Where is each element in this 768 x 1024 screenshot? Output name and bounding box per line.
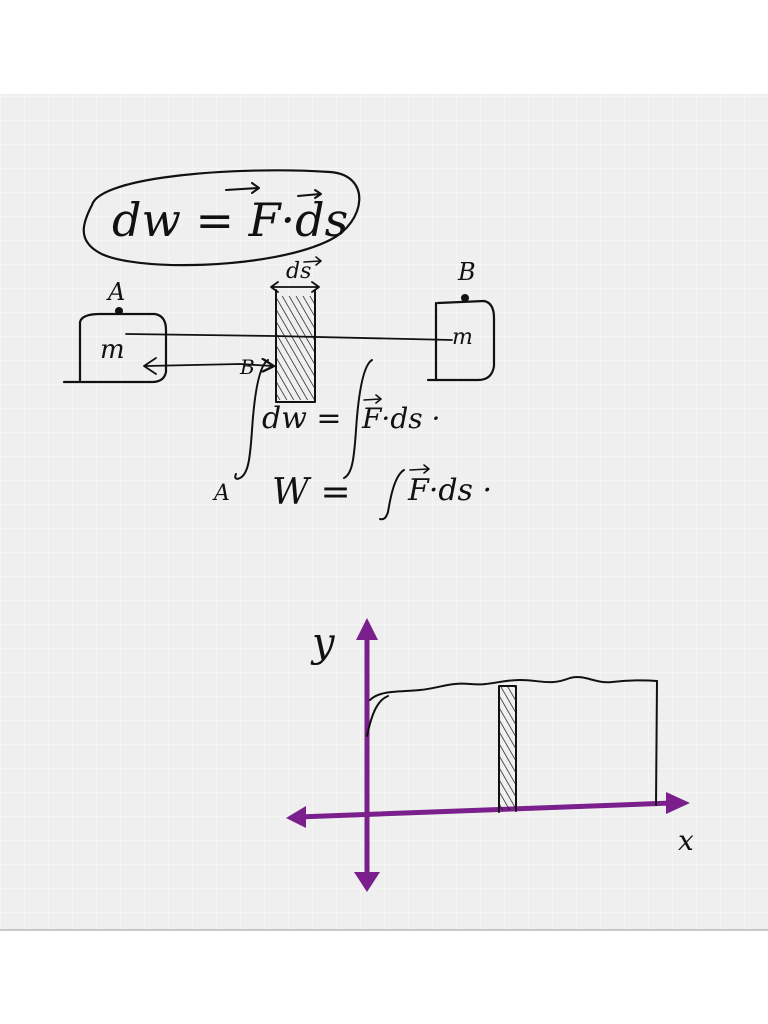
graph-strip-outline bbox=[498, 685, 517, 813]
y-axis-label: y bbox=[310, 620, 336, 666]
work-left: W = bbox=[272, 472, 351, 513]
formula-text: dw = F·ds bbox=[112, 193, 348, 247]
graph-strip-fill bbox=[499, 686, 516, 810]
label-b-mid: B bbox=[239, 355, 255, 379]
mass-right-label: m bbox=[452, 325, 473, 350]
mass-left-label: m bbox=[100, 335, 125, 365]
x-axis-arrowhead-left bbox=[286, 806, 306, 828]
y-axis-arrowhead-bottom bbox=[354, 872, 380, 892]
ds-label: ds bbox=[286, 259, 311, 284]
mass-left-outline bbox=[62, 312, 168, 384]
label-a-top: A bbox=[106, 278, 125, 306]
point-b-dot bbox=[461, 294, 469, 302]
graph-curve bbox=[366, 676, 658, 737]
graph-right-boundary bbox=[655, 680, 658, 806]
x-axis-label: x bbox=[678, 824, 694, 857]
board-grid bbox=[0, 94, 768, 930]
integral-sign-work bbox=[379, 469, 405, 521]
integral-dw-right: F·ds · bbox=[361, 402, 440, 435]
ds-strip: ds bbox=[270, 256, 322, 403]
vector-arrow-s bbox=[297, 189, 322, 199]
integral-sign-middle bbox=[343, 359, 373, 479]
mass-left-block: m bbox=[62, 307, 168, 384]
vector-arrow-F2 bbox=[363, 394, 382, 404]
mass-right-outline bbox=[426, 299, 496, 382]
vector-arrow-F3 bbox=[409, 464, 430, 474]
ds-strip-outline bbox=[275, 289, 316, 403]
x-axis bbox=[295, 800, 675, 820]
vector-arrow-F bbox=[225, 182, 260, 194]
integral-dw-left: dw = bbox=[262, 401, 342, 436]
y-axis-arrowhead-top bbox=[356, 618, 378, 640]
path-line-return bbox=[145, 364, 272, 366]
formula-ellipse bbox=[82, 169, 361, 267]
x-axis-arrowhead-right bbox=[666, 792, 690, 814]
label-b-top: B bbox=[457, 258, 476, 286]
formula-group: dw = F·ds bbox=[82, 169, 361, 267]
area-graph: y x bbox=[286, 618, 694, 892]
path-line-top bbox=[125, 333, 453, 341]
label-a-low: A bbox=[212, 481, 230, 506]
integral-sign-left bbox=[234, 359, 269, 480]
return-arrow-head bbox=[143, 357, 157, 375]
work-right: F·ds · bbox=[407, 473, 492, 508]
mass-right-block: m bbox=[426, 294, 496, 382]
ds-arrow bbox=[270, 281, 320, 293]
ds-vector-arrow bbox=[303, 256, 322, 266]
ds-strip-fill bbox=[276, 296, 315, 400]
